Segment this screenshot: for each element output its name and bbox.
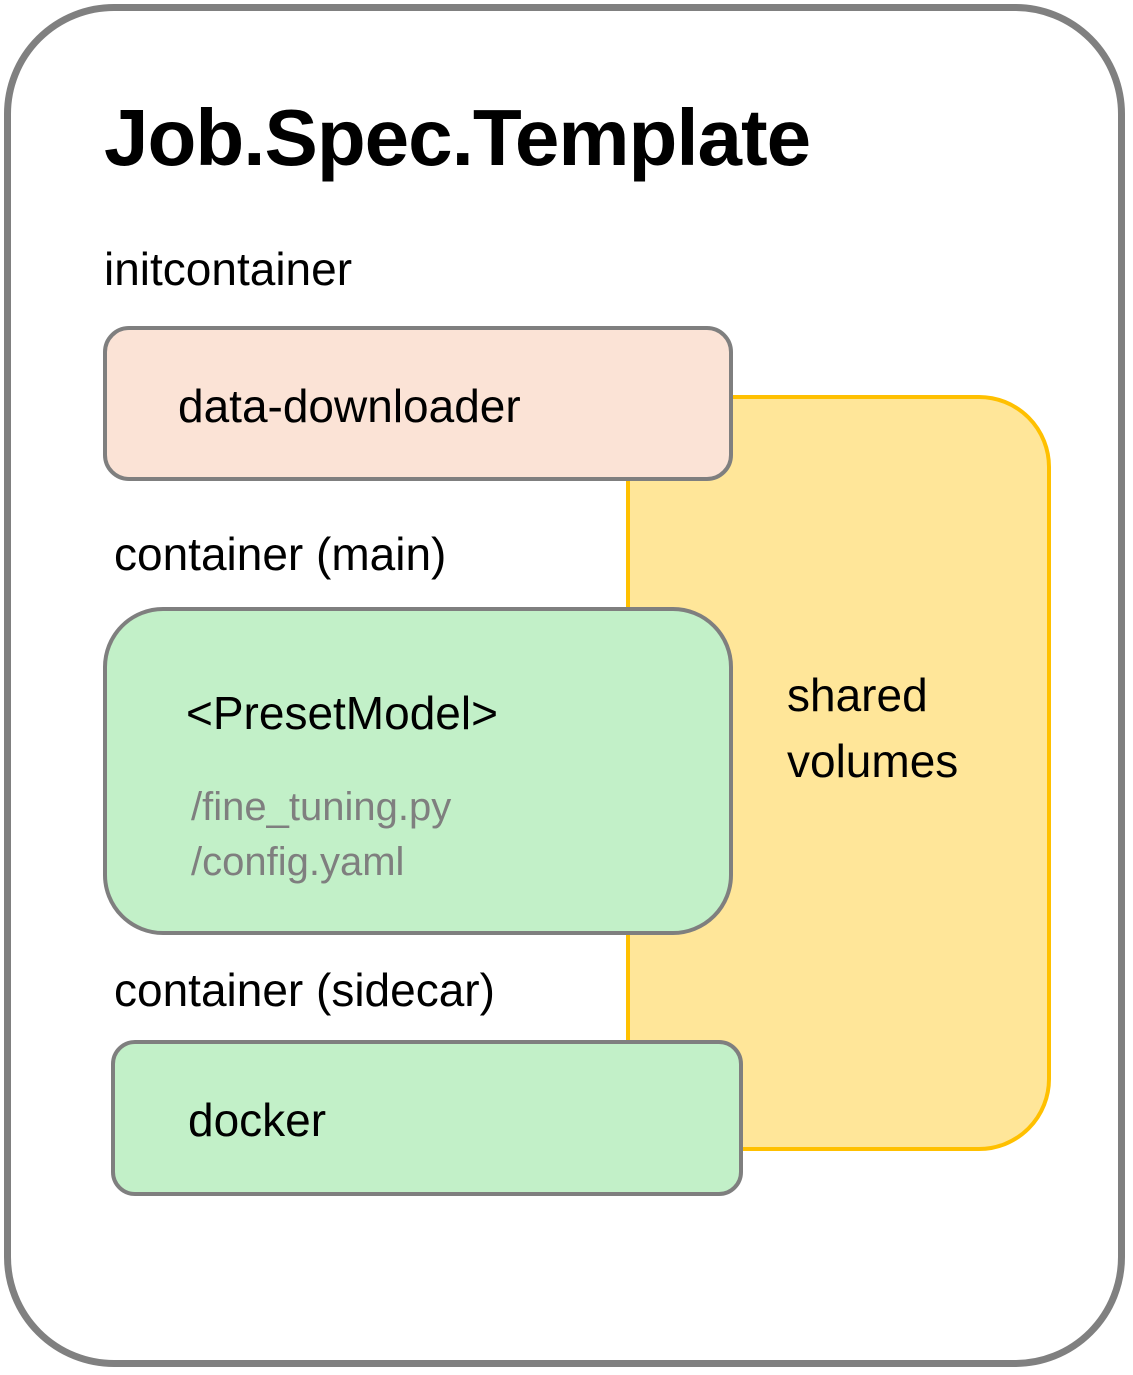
init-container-name: data-downloader (178, 380, 521, 432)
diagram-title: Job.Spec.Template (104, 93, 811, 182)
sidecar-container-box (111, 1040, 743, 1196)
init-container-box (103, 326, 733, 481)
main-container-box (103, 607, 733, 935)
initcontainer-label: initcontainer (104, 243, 353, 295)
shared-volumes-label: shared volumes (787, 662, 958, 794)
sidecar-container-label: container (sidecar) (114, 964, 495, 1016)
sidecar-container-name: docker (188, 1094, 327, 1146)
file-config: /config.yaml (191, 840, 405, 884)
shared-volumes-line-2: volumes (787, 735, 959, 787)
main-container-label: container (main) (114, 528, 447, 580)
shared-volumes-line-1: shared (787, 669, 928, 721)
file-fine-tuning: /fine_tuning.py (191, 785, 452, 829)
main-container-name: <PresetModel> (186, 687, 498, 739)
